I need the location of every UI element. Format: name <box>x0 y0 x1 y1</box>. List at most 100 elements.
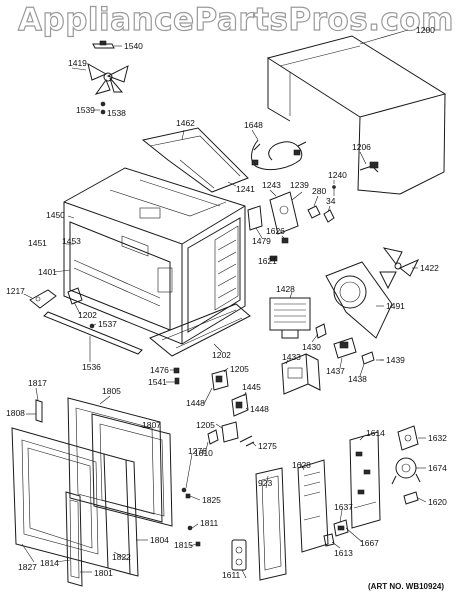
label-1202-b: 1202 <box>212 350 231 360</box>
part-1614-circuit-board <box>349 431 381 529</box>
label-1648: 1648 <box>244 120 263 130</box>
part-1202-base-plate <box>67 287 83 305</box>
label-1430: 1430 <box>302 342 321 352</box>
part-1628-control-board <box>297 459 329 553</box>
label-34: 34 <box>326 196 336 206</box>
label-1433: 1433 <box>282 352 301 362</box>
part-1205-interlock-switch <box>211 369 239 443</box>
label-1479: 1479 <box>252 236 271 246</box>
label-1614: 1614 <box>366 428 385 438</box>
label-1626: 1626 <box>266 226 285 236</box>
label-1621: 1621 <box>258 256 277 266</box>
label-1539: 1539 <box>76 105 95 115</box>
part-1810-1825-1811-1815-screws <box>181 487 201 547</box>
label-1815: 1815 <box>174 540 193 550</box>
label-1476: 1476 <box>150 365 169 375</box>
part-1539-1538-washers <box>100 101 106 115</box>
label-280: 280 <box>312 186 326 196</box>
label-1241: 1241 <box>236 184 255 194</box>
part-1276-1275-clips <box>207 429 255 447</box>
label-1448-b: 1448 <box>250 404 269 414</box>
label-1822: 1822 <box>112 552 131 562</box>
part-1637-1667-1613-buttons <box>323 519 349 547</box>
part-1611-knobs <box>231 539 247 571</box>
label-1491: 1491 <box>386 301 405 311</box>
leader-lines <box>21 29 427 579</box>
part-923-panel-frame <box>255 467 287 581</box>
label-1801: 1801 <box>94 568 113 578</box>
part-1239-cover-plate <box>247 191 299 235</box>
label-1205-b: 1205 <box>196 420 215 430</box>
part-280-34-fuse <box>307 205 335 223</box>
label-1217: 1217 <box>6 286 25 296</box>
part-1430-bracket <box>315 323 327 339</box>
label-1453: 1453 <box>62 236 81 246</box>
label-1422: 1422 <box>420 263 439 273</box>
label-1445: 1445 <box>242 382 261 392</box>
part-1805-door-frame <box>67 397 163 523</box>
part-1626-1621-connectors <box>269 237 289 262</box>
label-1205-a: 1205 <box>230 364 249 374</box>
label-1439: 1439 <box>386 355 405 365</box>
label-1811: 1811 <box>200 518 219 528</box>
label-1637: 1637 <box>334 502 353 512</box>
label-1200: 1200 <box>416 25 435 35</box>
part-1822-1804-door-inner <box>103 453 139 577</box>
label-1448-a: 1448 <box>186 398 205 408</box>
label-1817: 1817 <box>28 378 47 388</box>
label-1808: 1808 <box>6 408 25 418</box>
label-1804: 1804 <box>150 535 169 545</box>
part-1200-outer-case <box>266 35 447 195</box>
label-1538: 1538 <box>107 108 126 118</box>
part-1632-timer-switch <box>397 425 419 451</box>
part-1438-1439-diode <box>361 351 384 365</box>
label-1428: 1428 <box>276 284 295 294</box>
part-1437-capacitor <box>333 337 357 359</box>
part-1817-1808-hinge <box>35 399 43 423</box>
label-1451: 1451 <box>28 238 47 248</box>
label-1276: 1276 <box>188 446 207 456</box>
part-1814-1801-door-handle <box>65 491 83 587</box>
part-1428-magnetron <box>269 297 311 339</box>
watermark: AppliancePartsPros.com <box>17 1 454 38</box>
label-1536: 1536 <box>82 362 101 372</box>
part-1476-1541-screws <box>173 367 180 385</box>
label-1620: 1620 <box>428 497 447 507</box>
label-1814: 1814 <box>40 558 59 568</box>
label-1807: 1807 <box>142 420 161 430</box>
part-1419-stirrer-fan <box>87 63 129 95</box>
part-1648-wire-harness <box>251 139 307 171</box>
label-1419: 1419 <box>68 58 87 68</box>
label-1632: 1632 <box>428 433 447 443</box>
label-1437: 1437 <box>326 366 345 376</box>
label-1202-a: 1202 <box>78 310 97 320</box>
part-1433-transformer <box>281 353 321 395</box>
part-1540-clip <box>92 40 115 49</box>
label-1628: 1628 <box>292 460 311 470</box>
part-1536-strip <box>43 311 143 355</box>
label-1611: 1611 <box>222 570 241 580</box>
label-1827: 1827 <box>18 562 37 572</box>
part-1674-timer-motor <box>391 457 421 485</box>
part-1491-fan-shroud <box>325 261 393 339</box>
label-1401: 1401 <box>38 267 57 277</box>
label-1240: 1240 <box>328 170 347 180</box>
label-1613: 1613 <box>334 548 353 558</box>
label-1674: 1674 <box>428 463 447 473</box>
label-1243: 1243 <box>262 180 281 190</box>
part-1445-1448-switches <box>231 393 249 417</box>
part-labels: 1540 1419 1539 1538 1200 1462 1648 1241 … <box>6 25 447 580</box>
label-1667: 1667 <box>360 538 379 548</box>
label-1825: 1825 <box>202 495 221 505</box>
part-1807-door-panel <box>91 413 173 527</box>
part-1620-knob-shaft <box>403 491 419 505</box>
label-1541: 1541 <box>148 377 167 387</box>
part-1462-air-duct <box>141 127 249 193</box>
part-1240-screw <box>332 185 336 196</box>
label-1462: 1462 <box>176 118 195 128</box>
label-1275: 1275 <box>258 441 277 451</box>
label-1239: 1239 <box>290 180 309 190</box>
label-1805: 1805 <box>102 386 121 396</box>
part-1206-thermal-switch <box>359 161 379 173</box>
